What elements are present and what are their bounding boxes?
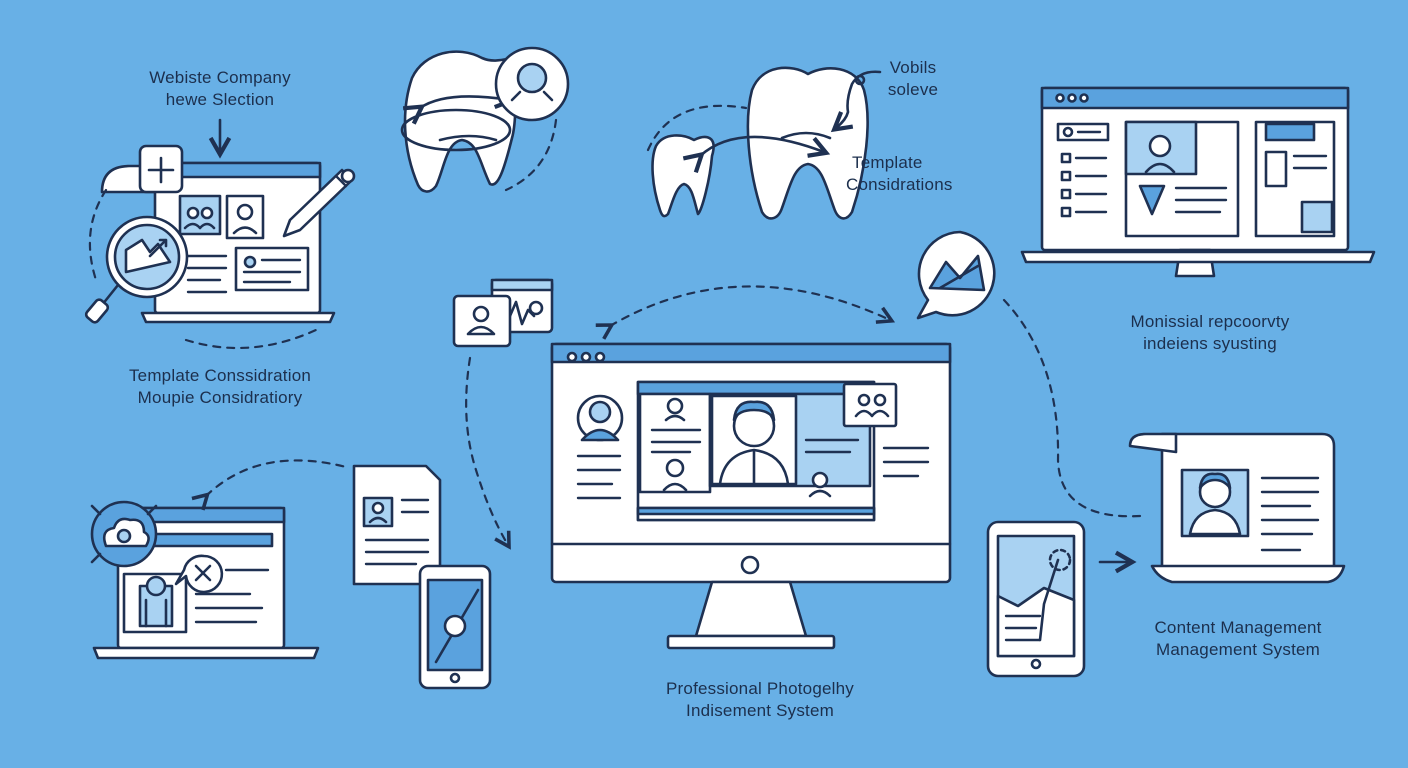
profile-avatar-icon — [1128, 432, 1346, 584]
label-line: Management System — [1155, 640, 1321, 659]
chat-bubble-icon — [452, 278, 554, 348]
tablet-icon — [986, 520, 1086, 678]
monitor-icon — [550, 342, 952, 650]
smartphone-icon — [418, 564, 492, 690]
document-icon — [352, 464, 442, 586]
pencil-icon — [282, 168, 356, 238]
laptop-icon — [92, 506, 320, 660]
label-line: Monissial repcoorvty — [1130, 312, 1290, 331]
label-line: Indisement System — [686, 701, 834, 720]
label-line: Content Management — [1154, 618, 1322, 637]
label-line: soleve — [887, 80, 939, 99]
label-professional-photography: Professional Photogelhy Indisement Syste… — [630, 678, 890, 722]
laptop-icon — [100, 161, 336, 324]
label-line: Moupie Considratiory — [137, 388, 303, 407]
label-line: Vobils — [889, 58, 937, 77]
label-monissial: Monissial repcoorvty indeiens syusting — [1090, 311, 1330, 355]
label-template-consideration-left: Template Conssidration Moupie Considrati… — [90, 365, 350, 409]
label-line: Webiste Company — [149, 68, 291, 87]
monitor-icon — [1020, 86, 1376, 278]
cloud-icon — [90, 500, 158, 568]
label-website-company: Webiste Company hewe Slection — [120, 67, 320, 111]
label-vobils: Vobils soleve — [868, 57, 958, 101]
label-template-considerations: Template Considrations — [840, 152, 990, 196]
label-line: indeiens syusting — [1143, 334, 1277, 353]
chat-bubble-icon — [916, 230, 996, 320]
magnifier-icon — [84, 215, 189, 324]
label-line: Considrations — [846, 175, 953, 194]
label-line: Template Conssidration — [128, 366, 312, 385]
label-line: hewe Slection — [165, 90, 275, 109]
label-line: Professional Photogelhy — [666, 679, 854, 698]
label-content-management: Content Management Management System — [1110, 617, 1366, 661]
tooth-zoom-badge — [494, 46, 570, 122]
tooth-icon — [651, 134, 715, 218]
plus-badge-icon — [138, 144, 184, 194]
label-line: Template — [852, 153, 923, 172]
